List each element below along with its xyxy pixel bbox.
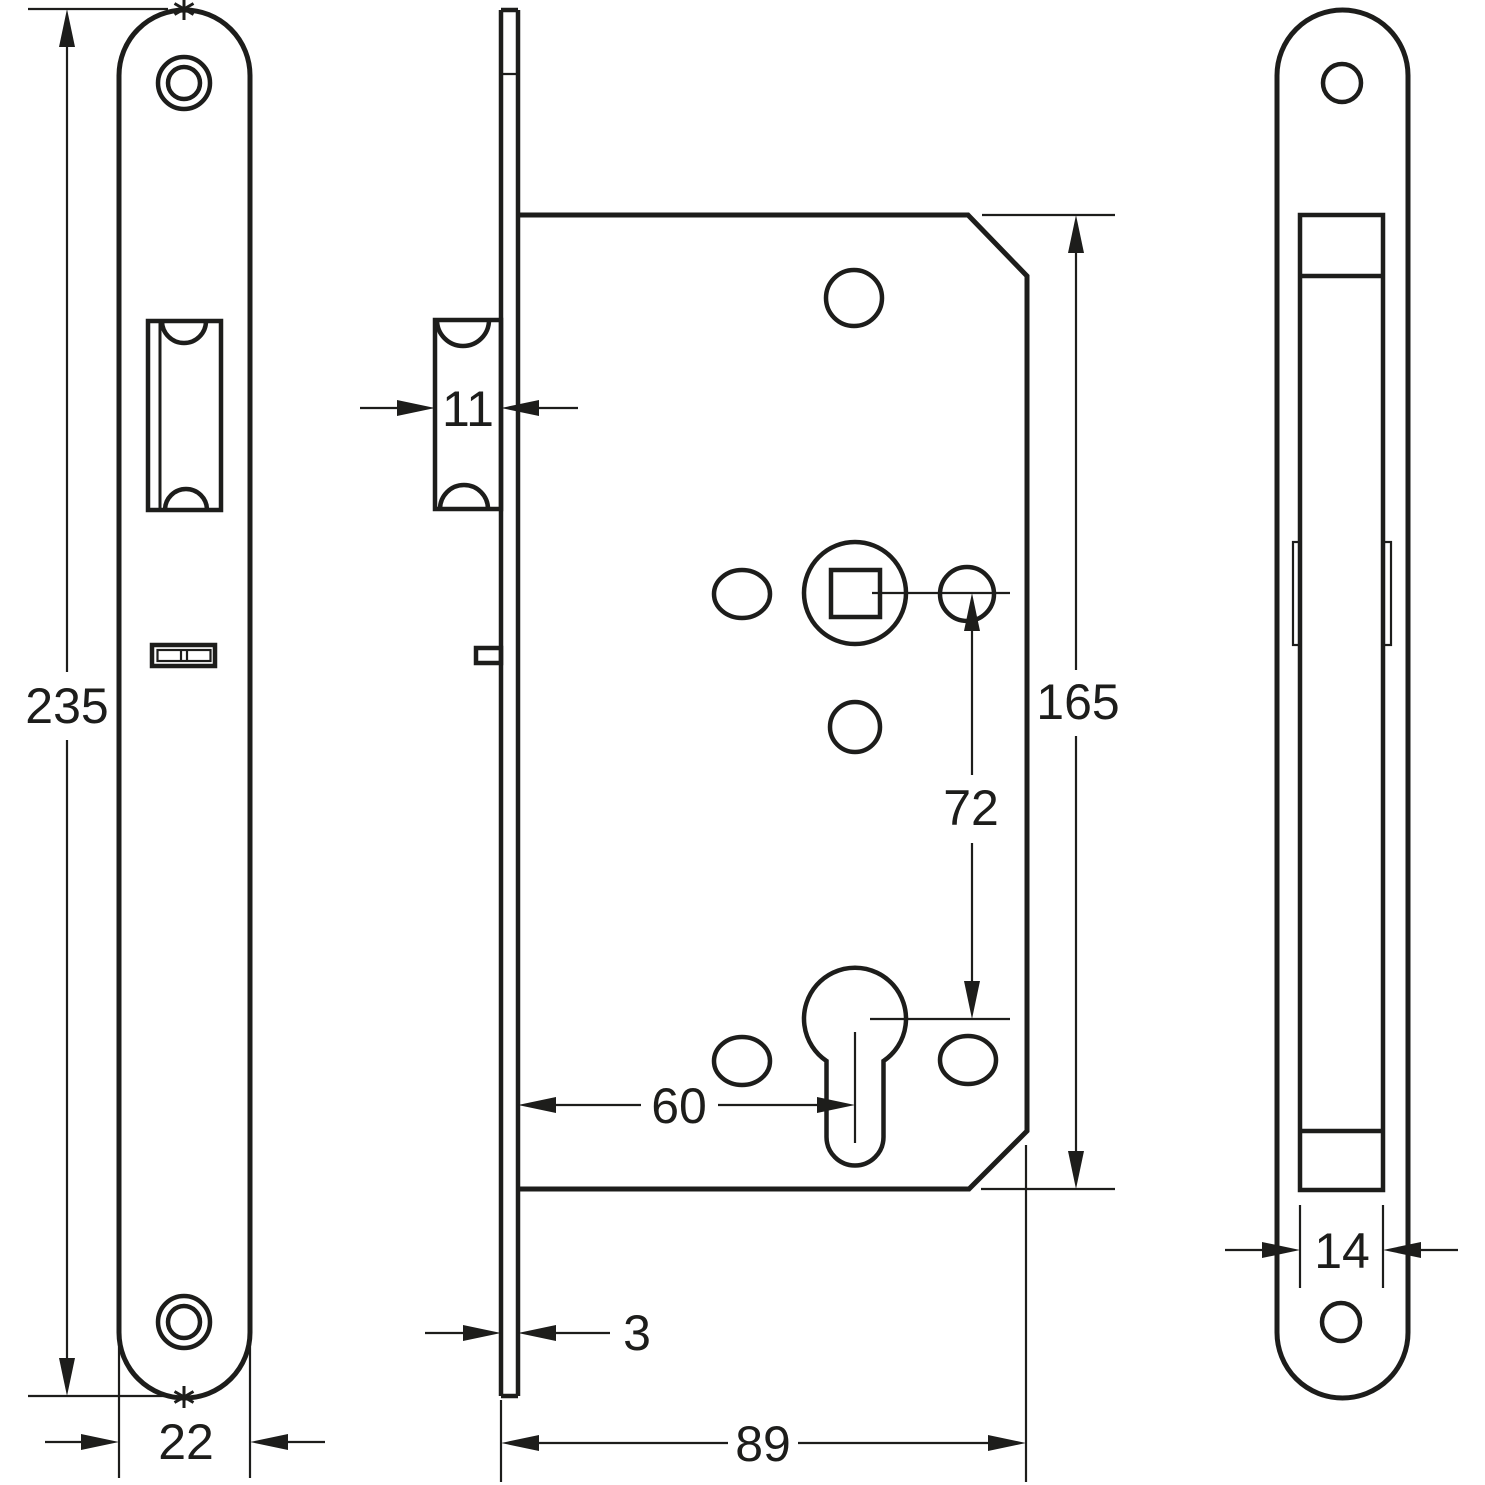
auxiliary-slot-outer [149, 642, 218, 669]
center-mark-line [173, 1390, 195, 1404]
arrow-right-icon [817, 1097, 855, 1113]
latch-bolt-side [432, 317, 504, 512]
fixing-hole-left-lower [711, 1034, 773, 1088]
case-clip-right [1381, 540, 1393, 647]
arrow-up-icon [59, 9, 75, 47]
fixing-hole-left-upper [711, 567, 773, 621]
latch-bolt-outline [432, 317, 504, 512]
arrow-right-icon [81, 1434, 119, 1450]
arrow-left-icon [501, 1435, 539, 1451]
dimension-case-depth: 89 [499, 1145, 1028, 1482]
fixing-hole-right-lower [937, 1033, 999, 1087]
dim-case-back-width-label: 14 [1314, 1223, 1370, 1279]
auxiliary-slot [149, 642, 218, 669]
latch-opening [145, 318, 224, 513]
dim-faceplate-thickness-label: 3 [623, 1305, 651, 1361]
dimension-latch-width: 11 [360, 381, 578, 437]
case-back-outline [1297, 212, 1386, 1193]
front-view: 235 22 [25, 0, 325, 1478]
dim-case-height-label: 165 [1036, 674, 1119, 730]
dim-spindle-to-cylinder-label: 72 [943, 780, 999, 836]
arrow-right-icon [397, 400, 435, 416]
fixing-hole-top [823, 267, 885, 329]
auxiliary-slot-inner [156, 648, 212, 663]
dimension-backset: 60 [518, 1078, 855, 1134]
latch-bolt-bottom-arc [437, 482, 491, 510]
dimension-faceplate-height: 235 [25, 7, 168, 1398]
dimension-case-back-width: 14 [1225, 1205, 1458, 1288]
latch-bolt-top-arc [434, 319, 492, 349]
euro-cylinder-hole [801, 965, 909, 1168]
latch-opening-outline [145, 318, 224, 513]
faceplate-outline [1274, 7, 1411, 1401]
dim-case-depth-label: 89 [735, 1416, 791, 1472]
arrow-right-icon [988, 1435, 1026, 1451]
arrow-left-icon [518, 1325, 556, 1341]
fixing-hole-center [827, 699, 883, 755]
screw-hole-bottom-outer [155, 1293, 213, 1351]
faceplate-outline [116, 7, 253, 1401]
arrow-right-icon [463, 1325, 501, 1341]
screw-hole-top-outer [155, 54, 213, 112]
arrow-left-icon [1383, 1242, 1421, 1258]
lock-case-back [1291, 212, 1393, 1193]
latch-bolt-bottom-arc [162, 486, 210, 511]
arrow-right-icon [1262, 1242, 1300, 1258]
dimension-case-height: 165 [981, 213, 1120, 1191]
screw-hole-top [1320, 61, 1364, 105]
latch-bolt-top-arc [159, 320, 209, 346]
screw-hole-bottom-inner [165, 1303, 203, 1341]
center-mark-line [173, 2, 195, 16]
arrow-down-icon [1068, 1151, 1084, 1189]
euro-cylinder-outline [801, 965, 909, 1168]
arrow-up-icon [1068, 215, 1084, 253]
dim-faceplate-height-label: 235 [25, 678, 108, 734]
screw-hole-bottom [1319, 1300, 1363, 1344]
arrow-left-icon [250, 1434, 288, 1450]
center-mark-top [173, 0, 195, 20]
center-mark-bottom [173, 1386, 195, 1408]
arrow-up-icon [964, 593, 980, 631]
dimension-faceplate-thickness: 3 [425, 1305, 651, 1361]
dim-backset-label: 60 [651, 1078, 707, 1134]
arrow-left-icon [518, 1097, 556, 1113]
back-view: 14 [1225, 7, 1458, 1401]
auxiliary-bolt-side [473, 645, 504, 666]
lock-case-outline [518, 212, 1030, 1192]
dimension-faceplate-width: 22 [45, 1340, 325, 1478]
screw-hole-top-inner [165, 64, 203, 102]
arrow-down-icon [964, 981, 980, 1019]
dimension-spindle-to-cylinder: 72 [870, 591, 1010, 1021]
dim-latch-width-label: 11 [442, 381, 494, 437]
side-view: 11 165 72 60 [360, 7, 1120, 1482]
dim-faceplate-width-label: 22 [158, 1414, 214, 1470]
arrow-left-icon [501, 400, 539, 416]
arrow-down-icon [59, 1358, 75, 1396]
case-clip-left [1291, 540, 1302, 647]
